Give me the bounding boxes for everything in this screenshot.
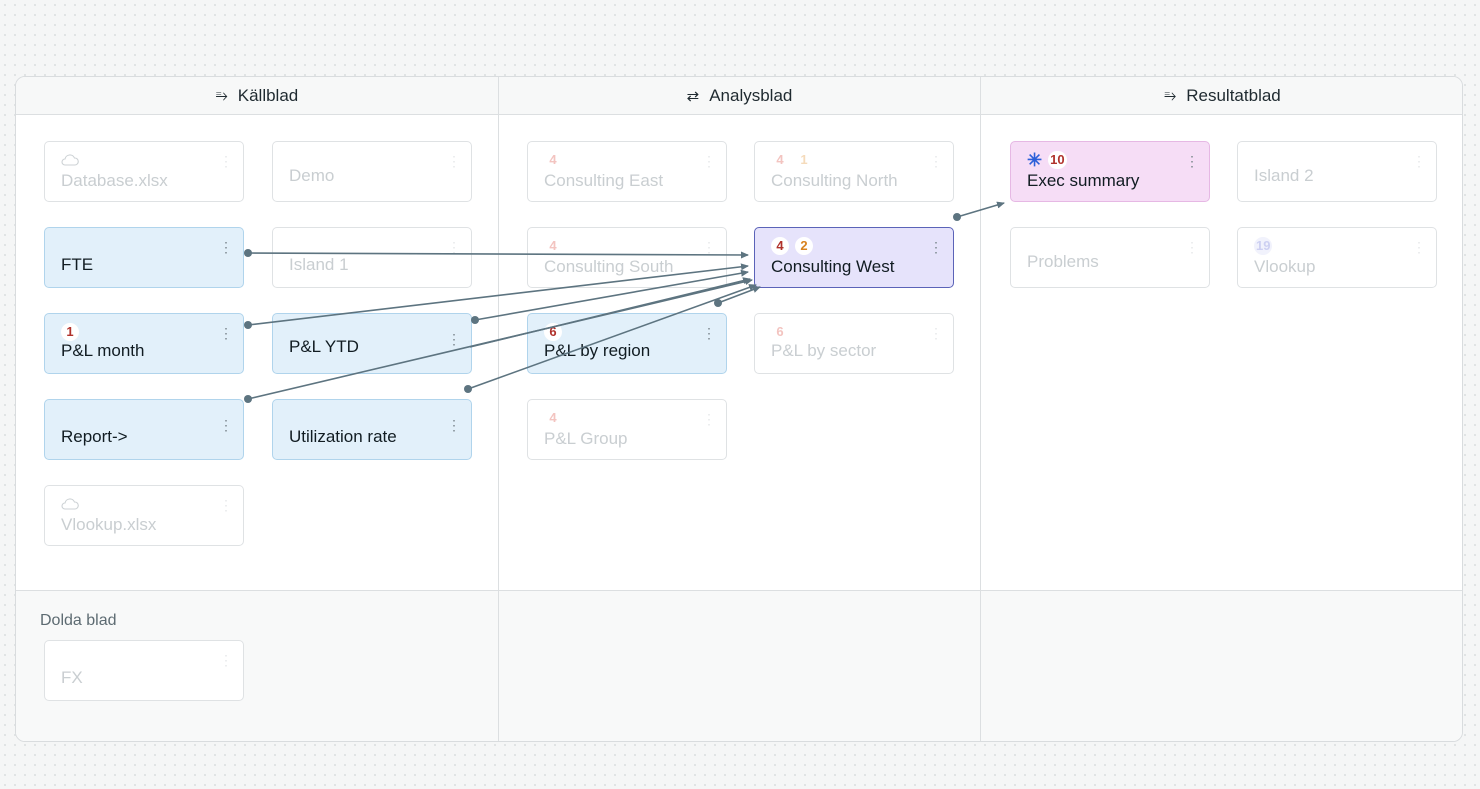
more-options-icon[interactable]: ⋮ xyxy=(219,153,233,169)
sheet-label: Island 2 xyxy=(1254,166,1314,185)
more-options-icon[interactable]: ⋮ xyxy=(929,239,943,255)
more-options-icon[interactable]: ⋮ xyxy=(1412,239,1426,255)
sheet-card-report[interactable]: Report-> ⋮ xyxy=(44,399,244,460)
issue-count-badge: 4 xyxy=(771,237,789,255)
more-options-icon[interactable]: ⋮ xyxy=(447,153,461,169)
sheet-label: P&L month xyxy=(61,341,145,360)
more-options-icon[interactable]: ⋮ xyxy=(219,239,233,255)
more-options-icon[interactable]: ⋮ xyxy=(702,325,716,341)
source-column-icon: ⥱ xyxy=(215,87,228,104)
column-header-result: ⥱ Resultatblad xyxy=(981,77,1462,115)
sheet-card-pl-by-region[interactable]: 6 P&L by region ⋮ xyxy=(527,313,727,374)
issue-count-badge: 4 xyxy=(549,410,557,425)
sheet-card-fte[interactable]: FTE ⋮ xyxy=(44,227,244,288)
hidden-sheets-title: Dolda blad xyxy=(40,612,117,629)
sheet-label: Demo xyxy=(289,166,335,185)
more-options-icon[interactable]: ⋮ xyxy=(219,417,233,433)
sheet-card-fx[interactable]: FX ⋮ xyxy=(44,640,244,701)
issue-count-badge: 4 xyxy=(549,152,557,167)
column-divider xyxy=(980,77,981,741)
sheet-label: FX xyxy=(61,668,83,687)
more-options-icon[interactable]: ⋮ xyxy=(447,417,461,433)
sheet-label: Consulting East xyxy=(544,171,664,190)
more-options-icon[interactable]: ⋮ xyxy=(219,325,233,341)
sheet-label: Consulting West xyxy=(771,257,895,276)
sheet-label: Island 1 xyxy=(289,255,349,274)
more-options-icon[interactable]: ⋮ xyxy=(702,239,716,255)
issue-count-badge: 4 xyxy=(776,152,784,167)
more-options-icon[interactable]: ⋮ xyxy=(1185,153,1199,169)
sheet-label: Exec summary xyxy=(1027,171,1140,190)
sheet-label: Report-> xyxy=(61,427,128,446)
sheet-card-pl-by-sector[interactable]: 6 P&L by sector ⋮ xyxy=(754,313,954,374)
warning-count-badge: 1 xyxy=(800,152,808,167)
sheet-label: P&L by region xyxy=(544,341,651,360)
sheet-card-pl-month[interactable]: 1 P&L month ⋮ xyxy=(44,313,244,374)
sheet-label: FTE xyxy=(61,255,94,274)
sheet-card-vlookup[interactable]: 19 Vlookup ⋮ xyxy=(1237,227,1437,288)
sheet-label: P&L Group xyxy=(544,429,628,448)
sheet-label: Problems xyxy=(1027,252,1099,271)
cloud-icon xyxy=(61,498,79,510)
column-divider xyxy=(498,77,499,741)
sheet-card-consulting-west[interactable]: 4 2 Consulting West ⋮ xyxy=(754,227,954,288)
sheet-card-exec-summary[interactable]: ✳ 10 Exec summary ⋮ xyxy=(1010,141,1210,202)
result-column-icon: ⥱ xyxy=(1164,87,1177,104)
sheet-card-vlookup-xlsx[interactable]: Vlookup.xlsx ⋮ xyxy=(44,485,244,546)
sheet-label: Consulting North xyxy=(771,171,898,190)
more-options-icon[interactable]: ⋮ xyxy=(219,652,233,668)
more-options-icon[interactable]: ⋮ xyxy=(929,325,943,341)
sheet-label: Vlookup.xlsx xyxy=(61,515,157,534)
sheet-label: Database.xlsx xyxy=(61,171,168,190)
analysis-column-icon: ⇄ xyxy=(686,87,700,105)
issue-count-badge: 10 xyxy=(1048,151,1067,169)
issue-count-badge: 4 xyxy=(549,238,557,253)
more-options-icon[interactable]: ⋮ xyxy=(702,411,716,427)
sheet-card-island-2[interactable]: Island 2 ⋮ xyxy=(1237,141,1437,202)
cloud-icon xyxy=(61,154,79,166)
column-title-source: Källblad xyxy=(237,85,299,105)
more-options-icon[interactable]: ⋮ xyxy=(447,331,461,347)
sheet-card-pl-ytd[interactable]: P&L YTD ⋮ xyxy=(272,313,472,374)
more-options-icon[interactable]: ⋮ xyxy=(447,239,461,255)
sheet-label: Vlookup xyxy=(1254,257,1316,276)
more-options-icon[interactable]: ⋮ xyxy=(929,153,943,169)
issue-count-badge: 1 xyxy=(61,323,79,341)
more-options-icon[interactable]: ⋮ xyxy=(1412,153,1426,169)
sheet-card-island-1[interactable]: Island 1 ⋮ xyxy=(272,227,472,288)
sheet-card-problems[interactable]: Problems ⋮ xyxy=(1010,227,1210,288)
more-options-icon[interactable]: ⋮ xyxy=(702,153,716,169)
column-header-analysis: ⇄ Analysblad xyxy=(498,77,981,115)
asterisk-icon: ✳ xyxy=(1027,150,1043,170)
reference-count-badge: 19 xyxy=(1254,237,1273,255)
more-options-icon[interactable]: ⋮ xyxy=(1185,239,1199,255)
sheet-label: Utilization rate xyxy=(289,427,397,446)
column-title-analysis: Analysblad xyxy=(709,85,793,105)
column-header-source: ⥱ Källblad xyxy=(16,77,498,115)
more-options-icon[interactable]: ⋮ xyxy=(219,497,233,513)
sheet-card-consulting-south[interactable]: 4 Consulting South ⋮ xyxy=(527,227,727,288)
sheet-label: P&L YTD xyxy=(289,337,359,356)
sheet-card-consulting-east[interactable]: 4 Consulting East ⋮ xyxy=(527,141,727,202)
sheet-card-consulting-north[interactable]: 4 1 Consulting North ⋮ xyxy=(754,141,954,202)
issue-count-badge: 6 xyxy=(544,323,562,341)
issue-count-badge: 6 xyxy=(776,324,784,339)
sheet-label: P&L by sector xyxy=(771,341,877,360)
sheet-label: Consulting South xyxy=(544,257,674,276)
warning-count-badge: 2 xyxy=(795,237,813,255)
sheet-board: ⥱ Källblad ⇄ Analysblad ⥱ Resultatblad D… xyxy=(15,76,1463,742)
sheet-card-pl-group[interactable]: 4 P&L Group ⋮ xyxy=(527,399,727,460)
hidden-sheets-area xyxy=(16,590,1462,741)
sheet-card-utilization-rate[interactable]: Utilization rate ⋮ xyxy=(272,399,472,460)
sheet-card-demo[interactable]: Demo ⋮ xyxy=(272,141,472,202)
column-title-result: Resultatblad xyxy=(1186,85,1281,105)
sheet-card-database[interactable]: Database.xlsx ⋮ xyxy=(44,141,244,202)
